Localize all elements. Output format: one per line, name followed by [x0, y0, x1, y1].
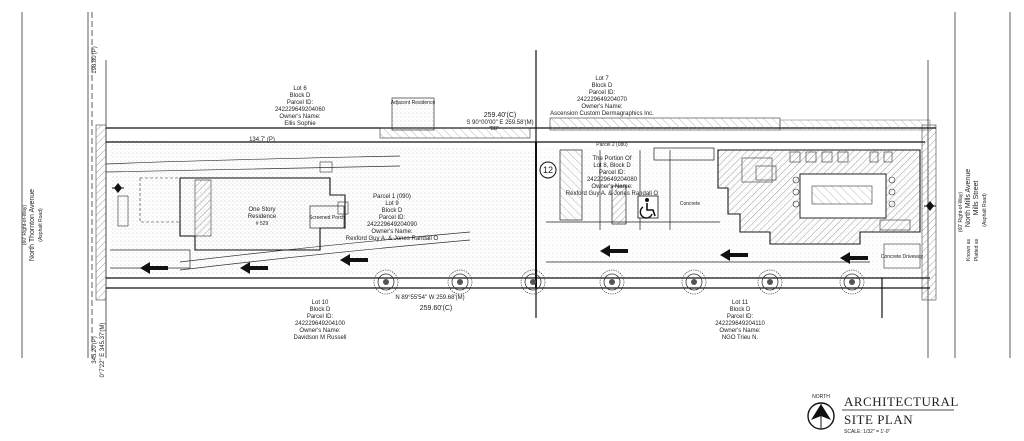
north-label: NORTH	[812, 394, 830, 400]
svg-text:(60' Right-of-Way): (60' Right-of-Way)	[958, 192, 964, 233]
svg-text:242229649204070: 242229649204070	[577, 97, 628, 103]
adjacent-residence-label: Adjacent Residence	[391, 100, 436, 106]
plan-scale: SCALE: 1/32" = 1'-0"	[844, 429, 891, 435]
svg-text:Block D: Block D	[382, 208, 403, 214]
house-footprint: One Story Residence # 529 Screened Porch	[179, 177, 346, 251]
house-label-2: Residence	[248, 214, 277, 220]
north-fence-band-east	[549, 117, 781, 131]
svg-text:Mills Street: Mills Street	[973, 181, 980, 216]
svg-text:Owner's Name:: Owner's Name:	[279, 114, 320, 120]
east-street-label: (60' Right-of-Way) Known as North Mills …	[958, 169, 988, 261]
parking-layout	[546, 147, 870, 263]
north-arrow-icon	[807, 402, 835, 430]
svg-text:242229649204100: 242229649204100	[295, 321, 346, 327]
lot8-label: Parcel 2 (080) The Portion Of Lot 8, Blo…	[566, 142, 659, 197]
svg-text:Ascension Custom Dermagraphics: Ascension Custom Dermagraphics Inc.	[550, 111, 654, 117]
svg-text:(60' Right-of-Way): (60' Right-of-Way)	[22, 205, 28, 246]
dim-west-plat-2: 345.20'(P)	[92, 336, 98, 364]
north-fence-band	[379, 127, 531, 139]
svg-text:Block D: Block D	[730, 307, 751, 313]
svg-text:Lot 10: Lot 10	[312, 300, 329, 306]
lot10-label: Lot 10 Block D Parcel ID: 24222964920410…	[293, 300, 346, 341]
dim-top-calc: 259.40'(C)	[484, 112, 516, 119]
svg-text:Parcel ID:: Parcel ID:	[287, 100, 314, 106]
svg-text:Parcel ID:: Parcel ID:	[727, 314, 754, 320]
svg-text:Lot 11: Lot 11	[732, 300, 749, 306]
svg-text:Block D: Block D	[592, 83, 613, 89]
dim-top-measured: S 90°00'00" E 259.58'(M)	[466, 120, 533, 126]
svg-text:Davidson M Russell: Davidson M Russell	[293, 335, 346, 341]
svg-text:Parcel ID:: Parcel ID:	[307, 314, 334, 320]
plan-title-line2: SITE PLAN	[844, 412, 913, 427]
dim-top-bb: "BB"	[489, 126, 499, 132]
svg-text:242229649204060: 242229649204060	[275, 107, 326, 113]
svg-text:Lot 8, Block D: Lot 8, Block D	[593, 163, 631, 169]
svg-text:242229649204090: 242229649204090	[367, 222, 418, 228]
svg-text:Owner's Name:: Owner's Name:	[371, 229, 412, 235]
misc-structures	[117, 161, 349, 227]
lot9-label: Parcel 1 (090) Lot 9 Block D Parcel ID: …	[346, 194, 439, 242]
svg-text:242229649204110: 242229649204110	[715, 321, 765, 327]
space-number-marker: 12	[539, 161, 557, 179]
dim-west-plat: 198.80'(P)	[92, 46, 98, 74]
svg-text:(Asphalt Road): (Asphalt Road)	[982, 193, 988, 227]
plan-title-line1: ARCHITECTURAL	[844, 394, 959, 409]
svg-text:Lot 7: Lot 7	[595, 76, 609, 82]
west-sidewalk	[95, 124, 107, 301]
svg-text:Platted as: Platted as	[974, 238, 980, 261]
concrete-label: Concrete	[680, 201, 701, 207]
svg-text:Block D: Block D	[310, 307, 331, 313]
east-sidewalk	[921, 124, 937, 301]
svg-text:Lot 9: Lot 9	[385, 201, 399, 207]
svg-text:Block D: Block D	[290, 93, 311, 99]
lot7-label: Lot 7 Block D Parcel ID: 242229649204070…	[550, 76, 654, 117]
svg-text:Owner's Name:: Owner's Name:	[581, 104, 622, 110]
dim-bottom-calc: 259.60'(C)	[420, 305, 452, 312]
svg-text:North Mills Avenue: North Mills Avenue	[965, 169, 972, 227]
dim-west-measured: 0°7'22" E 345.37'(M)	[100, 323, 106, 378]
dim-bottom-measured: N 89°55'54" W 259.68'(M)	[395, 295, 464, 301]
svg-text:Known as: Known as	[966, 239, 972, 261]
svg-text:Parcel ID:: Parcel ID:	[379, 215, 406, 221]
svg-text:Parcel ID:: Parcel ID:	[589, 90, 616, 96]
east-control-point	[924, 201, 936, 211]
dimension-labels: 259.40'(C) S 90°00'00" E 259.58'(M) "BB"…	[92, 46, 534, 377]
svg-text:Owner's Name:: Owner's Name:	[591, 184, 632, 190]
house-label-1: One Story	[248, 207, 275, 213]
lot6-label: Lot 6 Block D Parcel ID: 242229649204060…	[275, 86, 326, 127]
west-street-label: (60' Right-of-Way) North Thornton Avenue…	[22, 189, 44, 261]
svg-text:Rexford Guy A. & Jones Randall: Rexford Guy A. & Jones Randall O	[566, 191, 659, 197]
svg-text:Parcel 1 (090): Parcel 1 (090)	[373, 194, 411, 200]
house-label-3: # 529	[256, 221, 269, 227]
west-control-point	[112, 183, 124, 193]
driveway-lines	[105, 155, 471, 271]
building-footprint	[717, 149, 921, 245]
svg-text:Lot 6: Lot 6	[293, 86, 307, 92]
svg-text:Rexford Guy A. & Jones Randall: Rexford Guy A. & Jones Randall O	[346, 236, 439, 242]
svg-text:Ellis Sophie: Ellis Sophie	[284, 121, 316, 127]
svg-text:North Thornton Avenue: North Thornton Avenue	[29, 189, 36, 261]
street-edges	[21, 12, 1011, 358]
svg-text:Owner's Name:: Owner's Name:	[299, 328, 340, 334]
svg-text:(Asphalt Road): (Asphalt Road)	[38, 208, 44, 242]
svg-text:242229649204080: 242229649204080	[587, 177, 638, 183]
screened-porch-label: Screened Porch	[309, 215, 345, 221]
svg-text:Owner's Name:: Owner's Name:	[719, 328, 760, 334]
svg-text:NGO Trieu N.: NGO Trieu N.	[722, 335, 759, 341]
adjacent-residence	[391, 97, 435, 131]
north-hatch-far	[779, 119, 931, 131]
space-number: 12	[543, 165, 553, 175]
dim-plat-width: 134.7' (P)	[249, 137, 275, 143]
accessible-parking-icon	[637, 195, 659, 219]
lot11-label: Lot 11 Block D Parcel ID: 24222964920411…	[715, 300, 765, 341]
svg-text:Parcel ID:: Parcel ID:	[599, 170, 626, 176]
svg-text:Parcel 2 (080): Parcel 2 (080)	[596, 142, 628, 148]
concrete-driveway-label: Concrete Driveway	[881, 254, 924, 260]
concrete-driveway	[883, 243, 921, 269]
title-block: NORTH ARCHITECTURAL SITE PLAN SCALE: 1/3…	[807, 394, 959, 435]
svg-text:The Portion Of: The Portion Of	[592, 156, 631, 162]
